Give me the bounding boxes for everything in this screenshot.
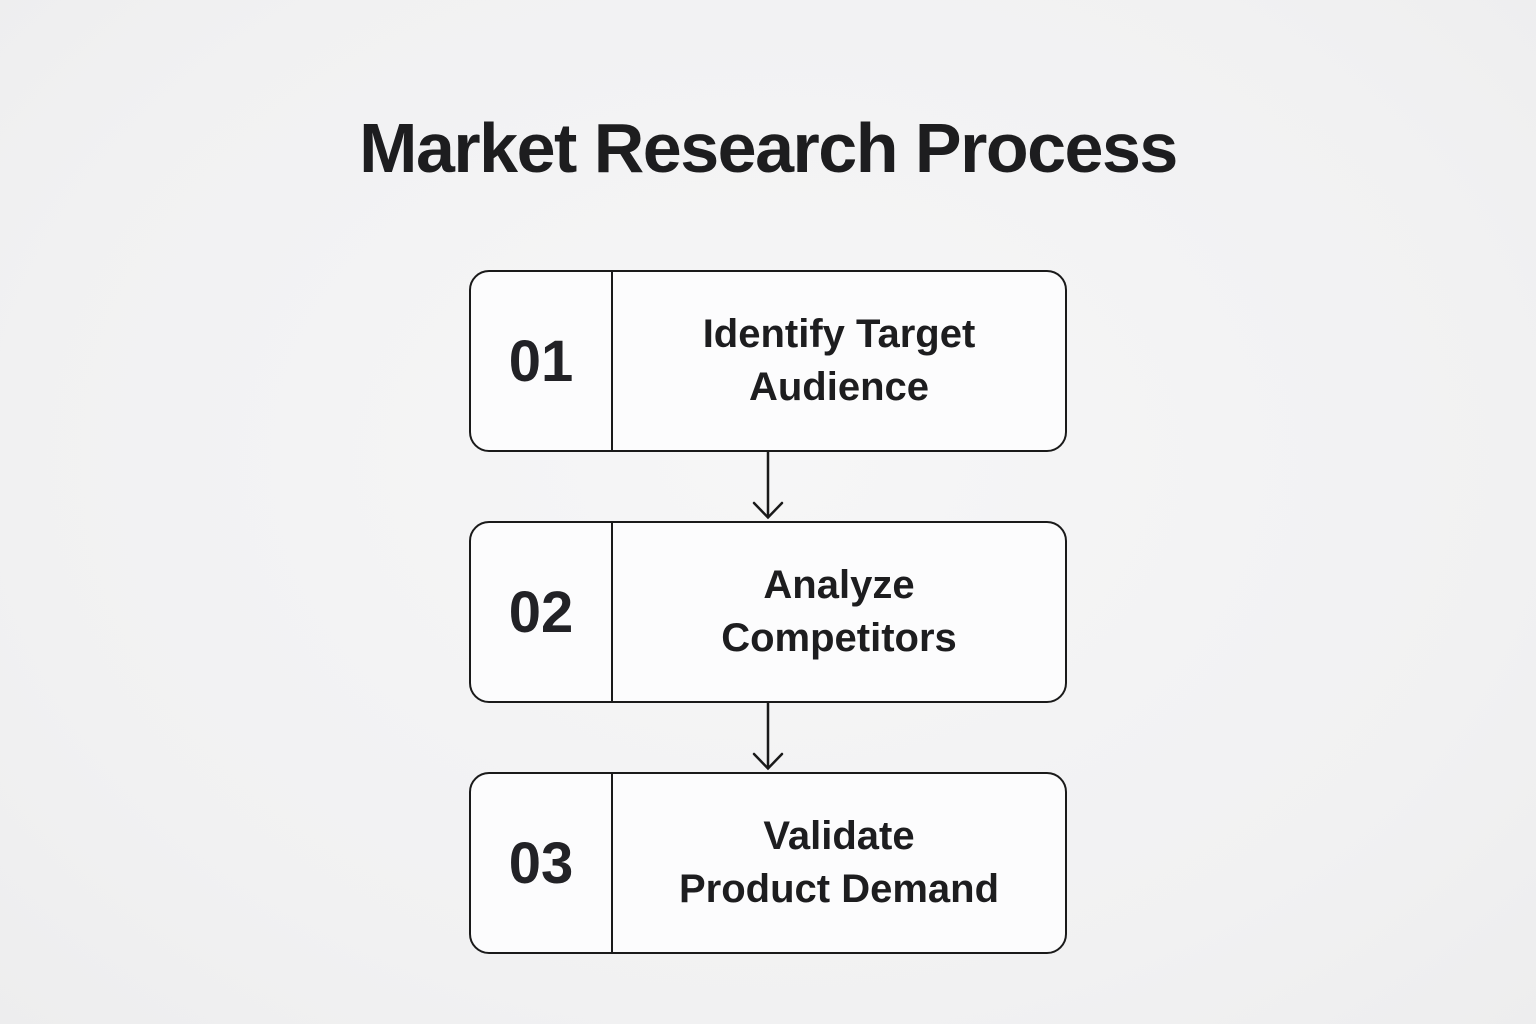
step-label-line: Competitors — [721, 616, 957, 660]
step-box-2: 02 Analyze Competitors — [469, 521, 1067, 703]
step-label-line: Analyze — [763, 563, 915, 608]
step-number: 01 — [471, 272, 613, 450]
process-flow: 01 Identify Target Audience 02 Analyze C… — [469, 270, 1067, 954]
step-label: Analyze Competitors — [613, 523, 1065, 701]
step-label-line: Identify Target — [702, 312, 976, 357]
step-label-line: Product Demand — [678, 867, 1000, 911]
step-box-3: 03 Validate Product Demand — [469, 772, 1067, 954]
step-number: 02 — [471, 523, 613, 701]
arrow-down-icon — [752, 703, 784, 771]
step-label: Validate Product Demand — [613, 774, 1065, 952]
step-number: 03 — [471, 774, 613, 952]
step-label-line: Audience — [748, 365, 930, 409]
arrow-down-icon — [752, 452, 784, 520]
step-label: Identify Target Audience — [613, 272, 1065, 450]
step-label-line: Validate — [763, 814, 915, 859]
step-box-1: 01 Identify Target Audience — [469, 270, 1067, 452]
page-title: Market Research Process — [359, 109, 1178, 187]
